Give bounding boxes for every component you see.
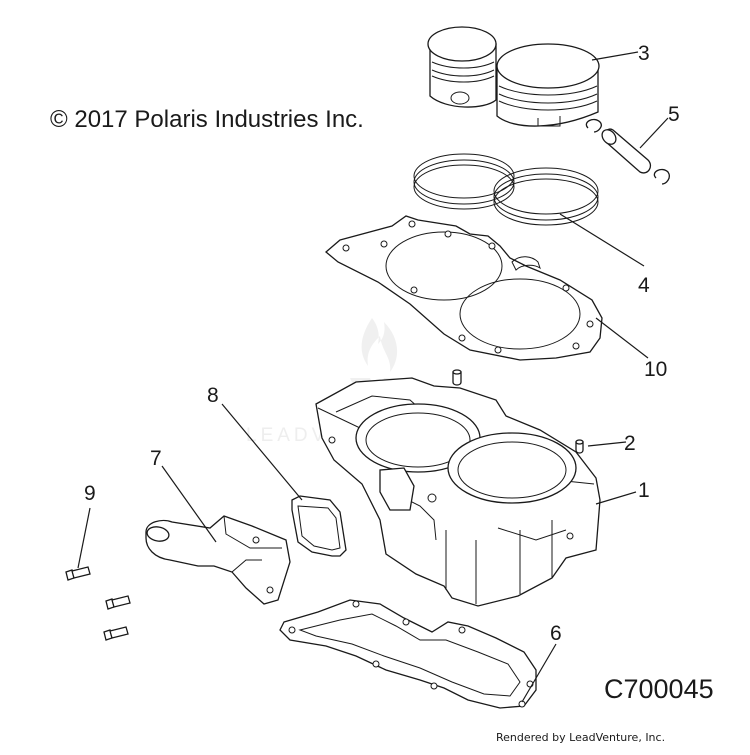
leader-9 <box>77 507 91 569</box>
callout-8: 8 <box>207 384 219 407</box>
callout-10: 10 <box>644 358 667 381</box>
leader-5 <box>639 117 669 149</box>
leader-lines <box>77 51 669 703</box>
part-3-pistons <box>427 26 600 127</box>
leader-6 <box>521 643 557 703</box>
leader-2 <box>587 441 627 447</box>
part-4-piston-rings <box>413 153 599 226</box>
part-1-cylinder-block <box>315 377 601 607</box>
callout-3: 3 <box>638 42 650 65</box>
callout-numbers: 3 5 4 10 2 1 8 7 9 6 <box>84 42 680 645</box>
part-5-wrist-pin <box>585 118 670 185</box>
drawing-id: C700045 <box>604 674 714 704</box>
leader-10 <box>595 317 649 359</box>
callout-5: 5 <box>668 103 680 126</box>
part-8-seal <box>291 495 347 557</box>
part-6-base-gasket <box>279 599 537 709</box>
callout-6: 6 <box>550 622 562 645</box>
callout-7: 7 <box>150 447 162 470</box>
part-9-bolts <box>65 566 131 641</box>
leader-4 <box>559 213 645 267</box>
part-7-water-outlet <box>145 515 291 605</box>
callout-9: 9 <box>84 482 96 505</box>
copyright-notice: © 2017 Polaris Industries Inc. <box>50 106 364 133</box>
leader-7 <box>161 465 217 543</box>
callout-1: 1 <box>638 479 650 502</box>
callout-4: 4 <box>638 274 650 297</box>
rendered-by-credit: Rendered by LeadVenture, Inc. <box>496 731 666 744</box>
callout-2: 2 <box>624 432 636 455</box>
leader-3 <box>591 51 639 61</box>
part-10-head-gasket <box>324 215 603 361</box>
leader-1 <box>595 491 637 505</box>
leader-8 <box>221 403 303 501</box>
dowel-pins <box>452 369 584 454</box>
